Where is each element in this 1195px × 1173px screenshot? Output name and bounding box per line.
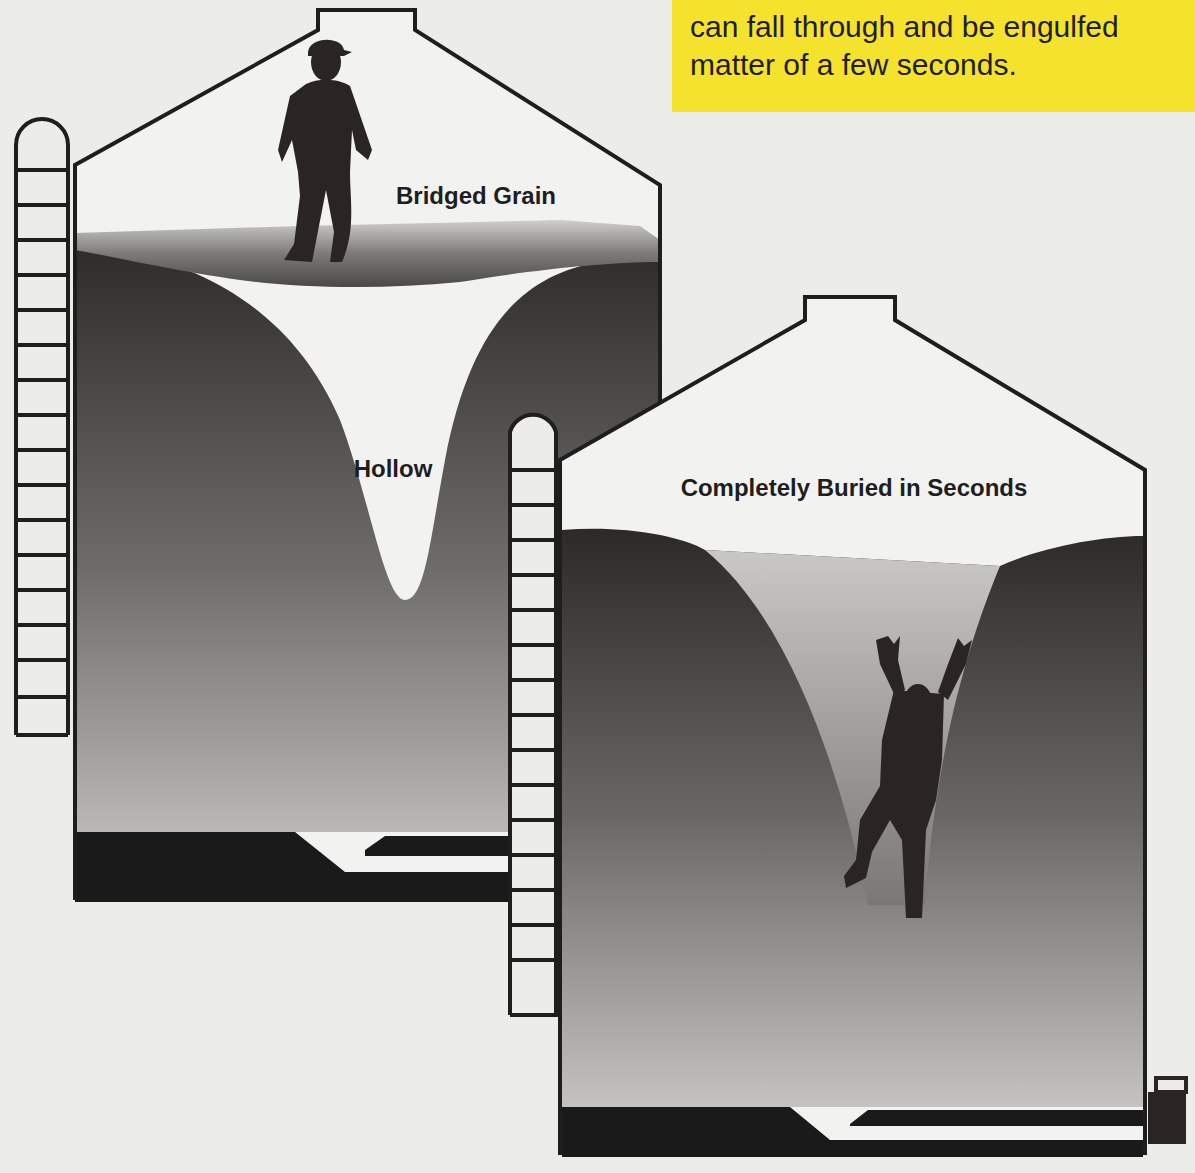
bin-outline <box>560 297 1145 1155</box>
person-sinking <box>844 636 972 918</box>
ladder-rail <box>16 119 68 735</box>
person-arm <box>876 636 905 696</box>
callout-text: can fall through and be engulfed matter … <box>690 8 1185 84</box>
bridged-crust <box>75 220 660 287</box>
ladder <box>16 119 68 735</box>
ladder-rail <box>510 415 556 1015</box>
person-body <box>844 690 944 918</box>
ladder <box>510 415 556 1015</box>
aeration-fan <box>1148 1078 1186 1144</box>
ladder-rail <box>16 733 68 737</box>
ladder-rungs <box>510 470 556 960</box>
bin-interior <box>560 297 1145 1155</box>
callout-box: can fall through and be engulfed matter … <box>672 0 1195 112</box>
illustration-label: Bridged Grain <box>396 182 556 210</box>
ladder-rail-fill <box>510 415 556 1015</box>
grain-bin <box>560 297 1186 1157</box>
grain-funnel <box>705 550 1000 905</box>
bin-ramp <box>850 1110 1143 1126</box>
ladder-rungs <box>16 170 68 697</box>
person-standing <box>278 40 372 262</box>
person-arm <box>938 638 972 700</box>
fan-cap <box>1156 1078 1186 1092</box>
illustration-label: Hollow <box>354 455 433 483</box>
grain-mass <box>562 529 1143 1107</box>
person-cap <box>308 40 352 56</box>
bin-floor <box>75 832 560 902</box>
bin-floor <box>562 1107 1143 1157</box>
illustration-label: Completely Buried in Seconds <box>681 474 1028 502</box>
fan-box <box>1148 1092 1186 1144</box>
person-body <box>278 80 372 262</box>
